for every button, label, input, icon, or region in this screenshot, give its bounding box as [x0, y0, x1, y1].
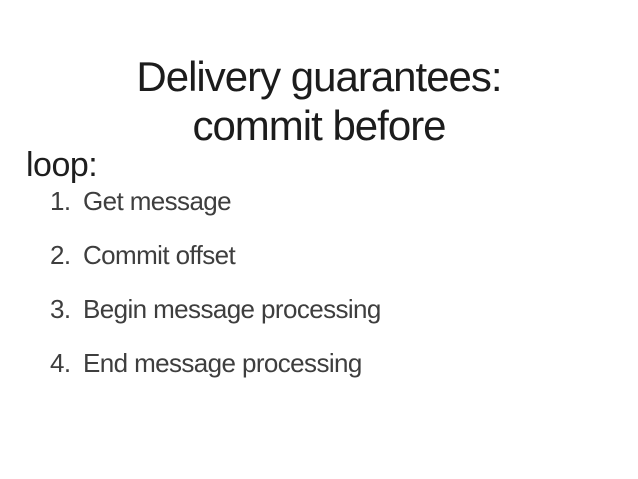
item-number: 4. [50, 348, 71, 378]
loop-label: loop: [26, 146, 98, 184]
slide-title: Delivery guarantees: commit before [0, 52, 638, 150]
steps-list: 1. Get message 2. Commit offset 3. Begin… [50, 188, 381, 404]
item-text: Commit offset [83, 240, 236, 270]
item-number: 3. [50, 294, 71, 324]
list-item: 2. Commit offset [50, 242, 381, 268]
list-item: 3. Begin message processing [50, 296, 381, 322]
item-text: End message processing [83, 348, 362, 378]
title-line-2: commit before [192, 102, 446, 150]
item-text: Begin message processing [83, 294, 381, 324]
item-number: 1. [50, 186, 71, 216]
list-item: 1. Get message [50, 188, 381, 214]
item-text: Get message [83, 186, 232, 216]
title-line-1: Delivery guarantees: [136, 53, 502, 101]
list-item: 4. End message processing [50, 350, 381, 376]
item-number: 2. [50, 240, 71, 270]
